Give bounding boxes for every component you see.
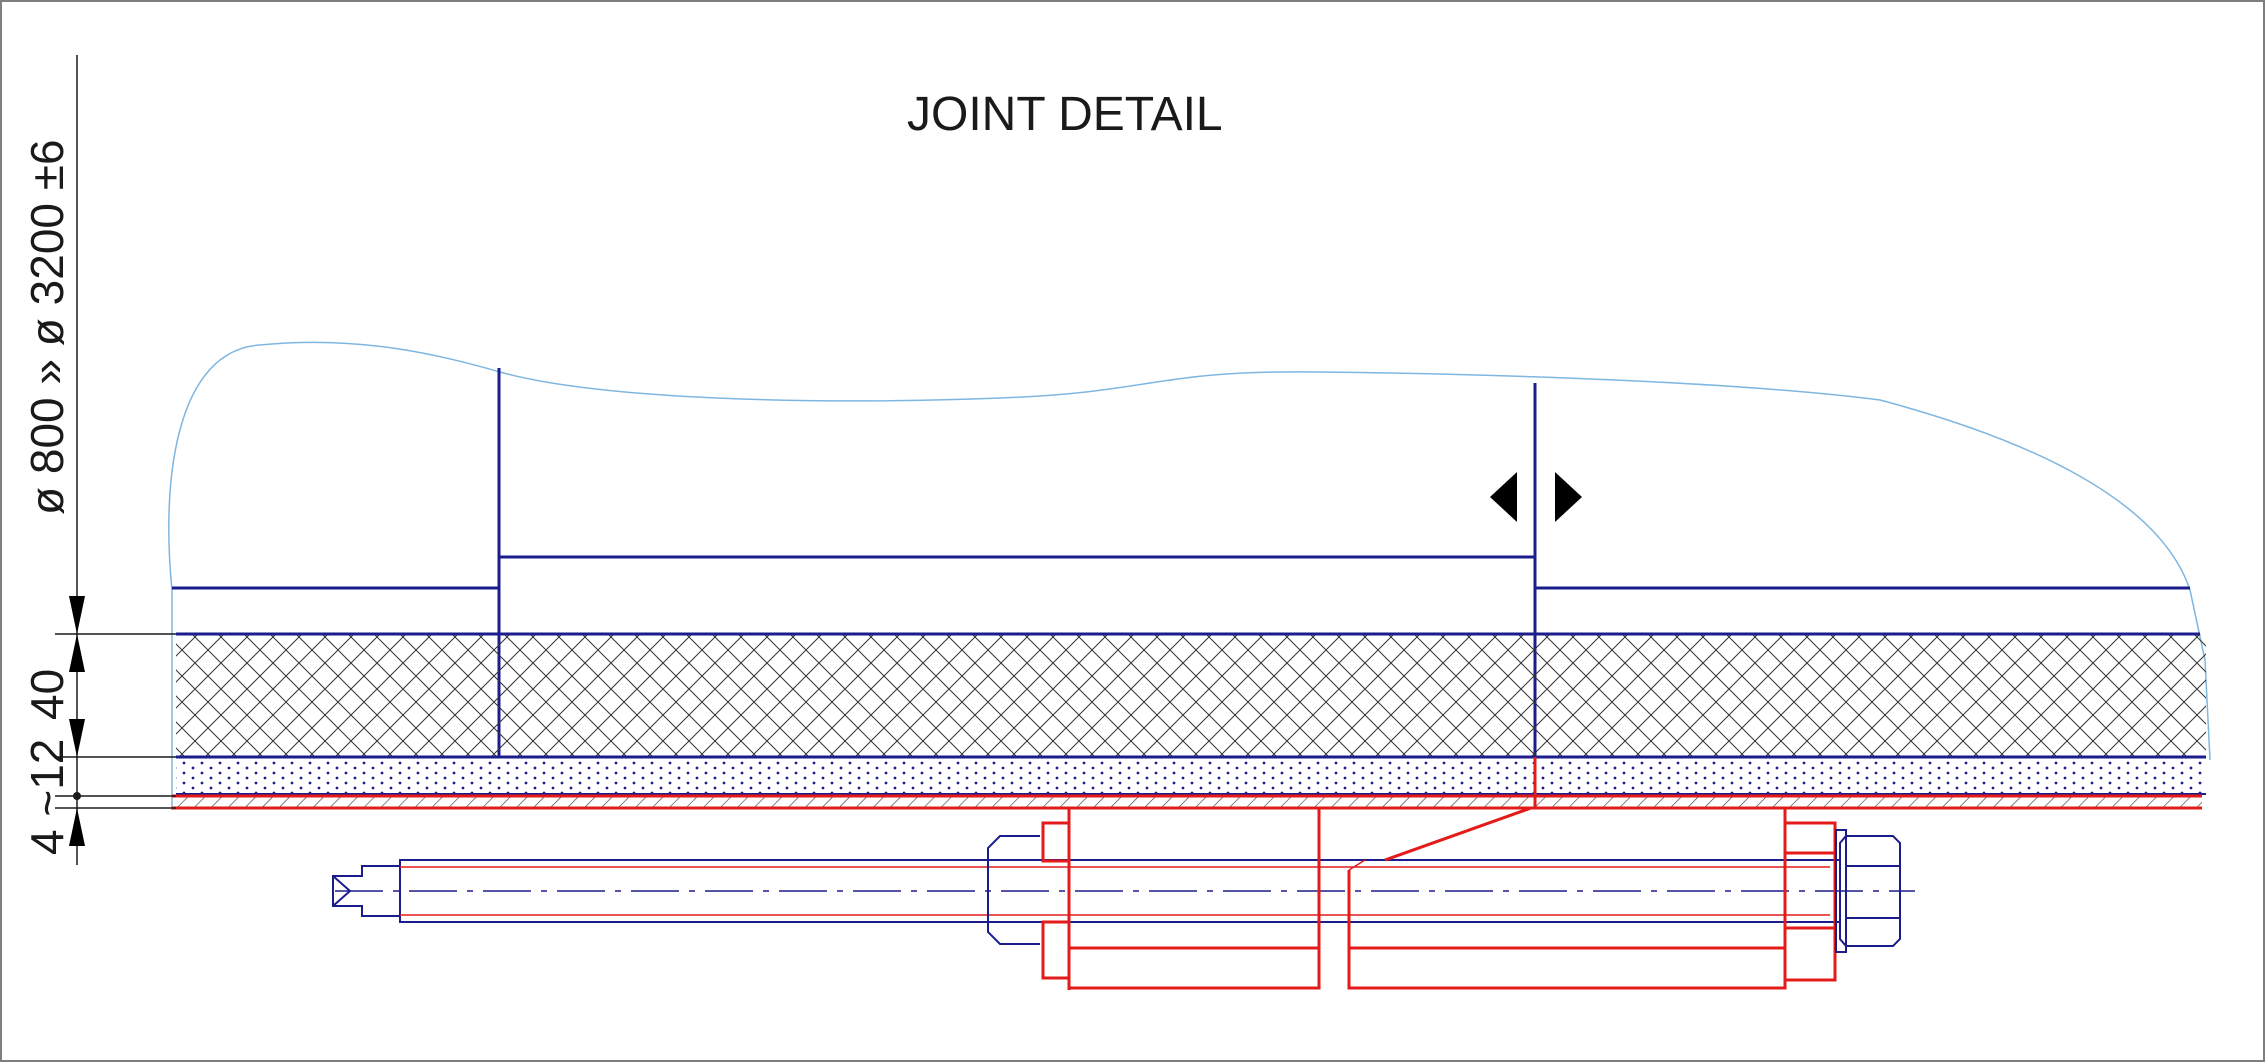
left-nut bbox=[987, 835, 1040, 945]
right-flange-upper bbox=[1783, 821, 1837, 855]
liner-thickness-label: 4 ~12 bbox=[21, 739, 73, 855]
structural-layer bbox=[176, 634, 2206, 757]
diameter-range-label: ø 800 » ø 3200 ±6 bbox=[21, 139, 73, 515]
dim-arrow-3-icon bbox=[69, 719, 85, 757]
drawing-title: JOINT DETAIL bbox=[907, 88, 1223, 141]
sand-layer bbox=[176, 760, 2206, 794]
dim-dot bbox=[73, 792, 81, 800]
break-outline bbox=[168, 341, 2211, 761]
washer bbox=[1835, 829, 1847, 953]
coupling-assembly bbox=[332, 806, 1915, 990]
dimension-group bbox=[55, 55, 176, 865]
right-flange-lower bbox=[1783, 926, 1837, 982]
arrow-left-icon bbox=[1490, 472, 1517, 522]
arrow-right-icon bbox=[1555, 472, 1582, 522]
left-flange-upper bbox=[1041, 821, 1071, 863]
coupling-body-right bbox=[1347, 946, 1787, 990]
hex-nut bbox=[1839, 835, 1901, 947]
liner-layer bbox=[176, 796, 2202, 808]
bolt-tip bbox=[332, 865, 400, 917]
coupling-body-left bbox=[1067, 946, 1321, 990]
dim-arrow-2-icon bbox=[69, 634, 85, 672]
dim-arrow-4-icon bbox=[69, 808, 85, 846]
layer-thickness-label: 40 bbox=[21, 669, 73, 720]
taper-line bbox=[1384, 806, 1532, 862]
dim-arrow-1-icon bbox=[69, 596, 85, 634]
left-flange-lower bbox=[1041, 920, 1071, 980]
